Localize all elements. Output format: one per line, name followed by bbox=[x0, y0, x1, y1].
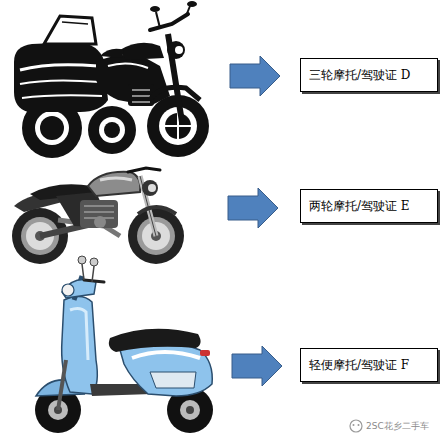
watermark: 2SC花乡二手车 bbox=[366, 420, 429, 433]
license-label: 两轮摩托/驾驶证 E bbox=[309, 198, 429, 214]
license-box: 两轮摩托/驾驶证 E bbox=[300, 189, 438, 223]
watermark-icon bbox=[350, 420, 362, 432]
license-label: 三轮摩托/驾驶证 D bbox=[309, 67, 429, 83]
scooter bbox=[35, 256, 213, 433]
license-label: 轻便摩托/驾驶证 F bbox=[309, 357, 429, 373]
license-box: 轻便摩托/驾驶证 F bbox=[300, 348, 438, 382]
two-wheel-motorcycle bbox=[12, 168, 184, 264]
sidecar-motorcycle bbox=[14, 1, 209, 158]
block-arrow bbox=[228, 56, 282, 386]
license-box: 三轮摩托/驾驶证 D bbox=[300, 58, 438, 92]
